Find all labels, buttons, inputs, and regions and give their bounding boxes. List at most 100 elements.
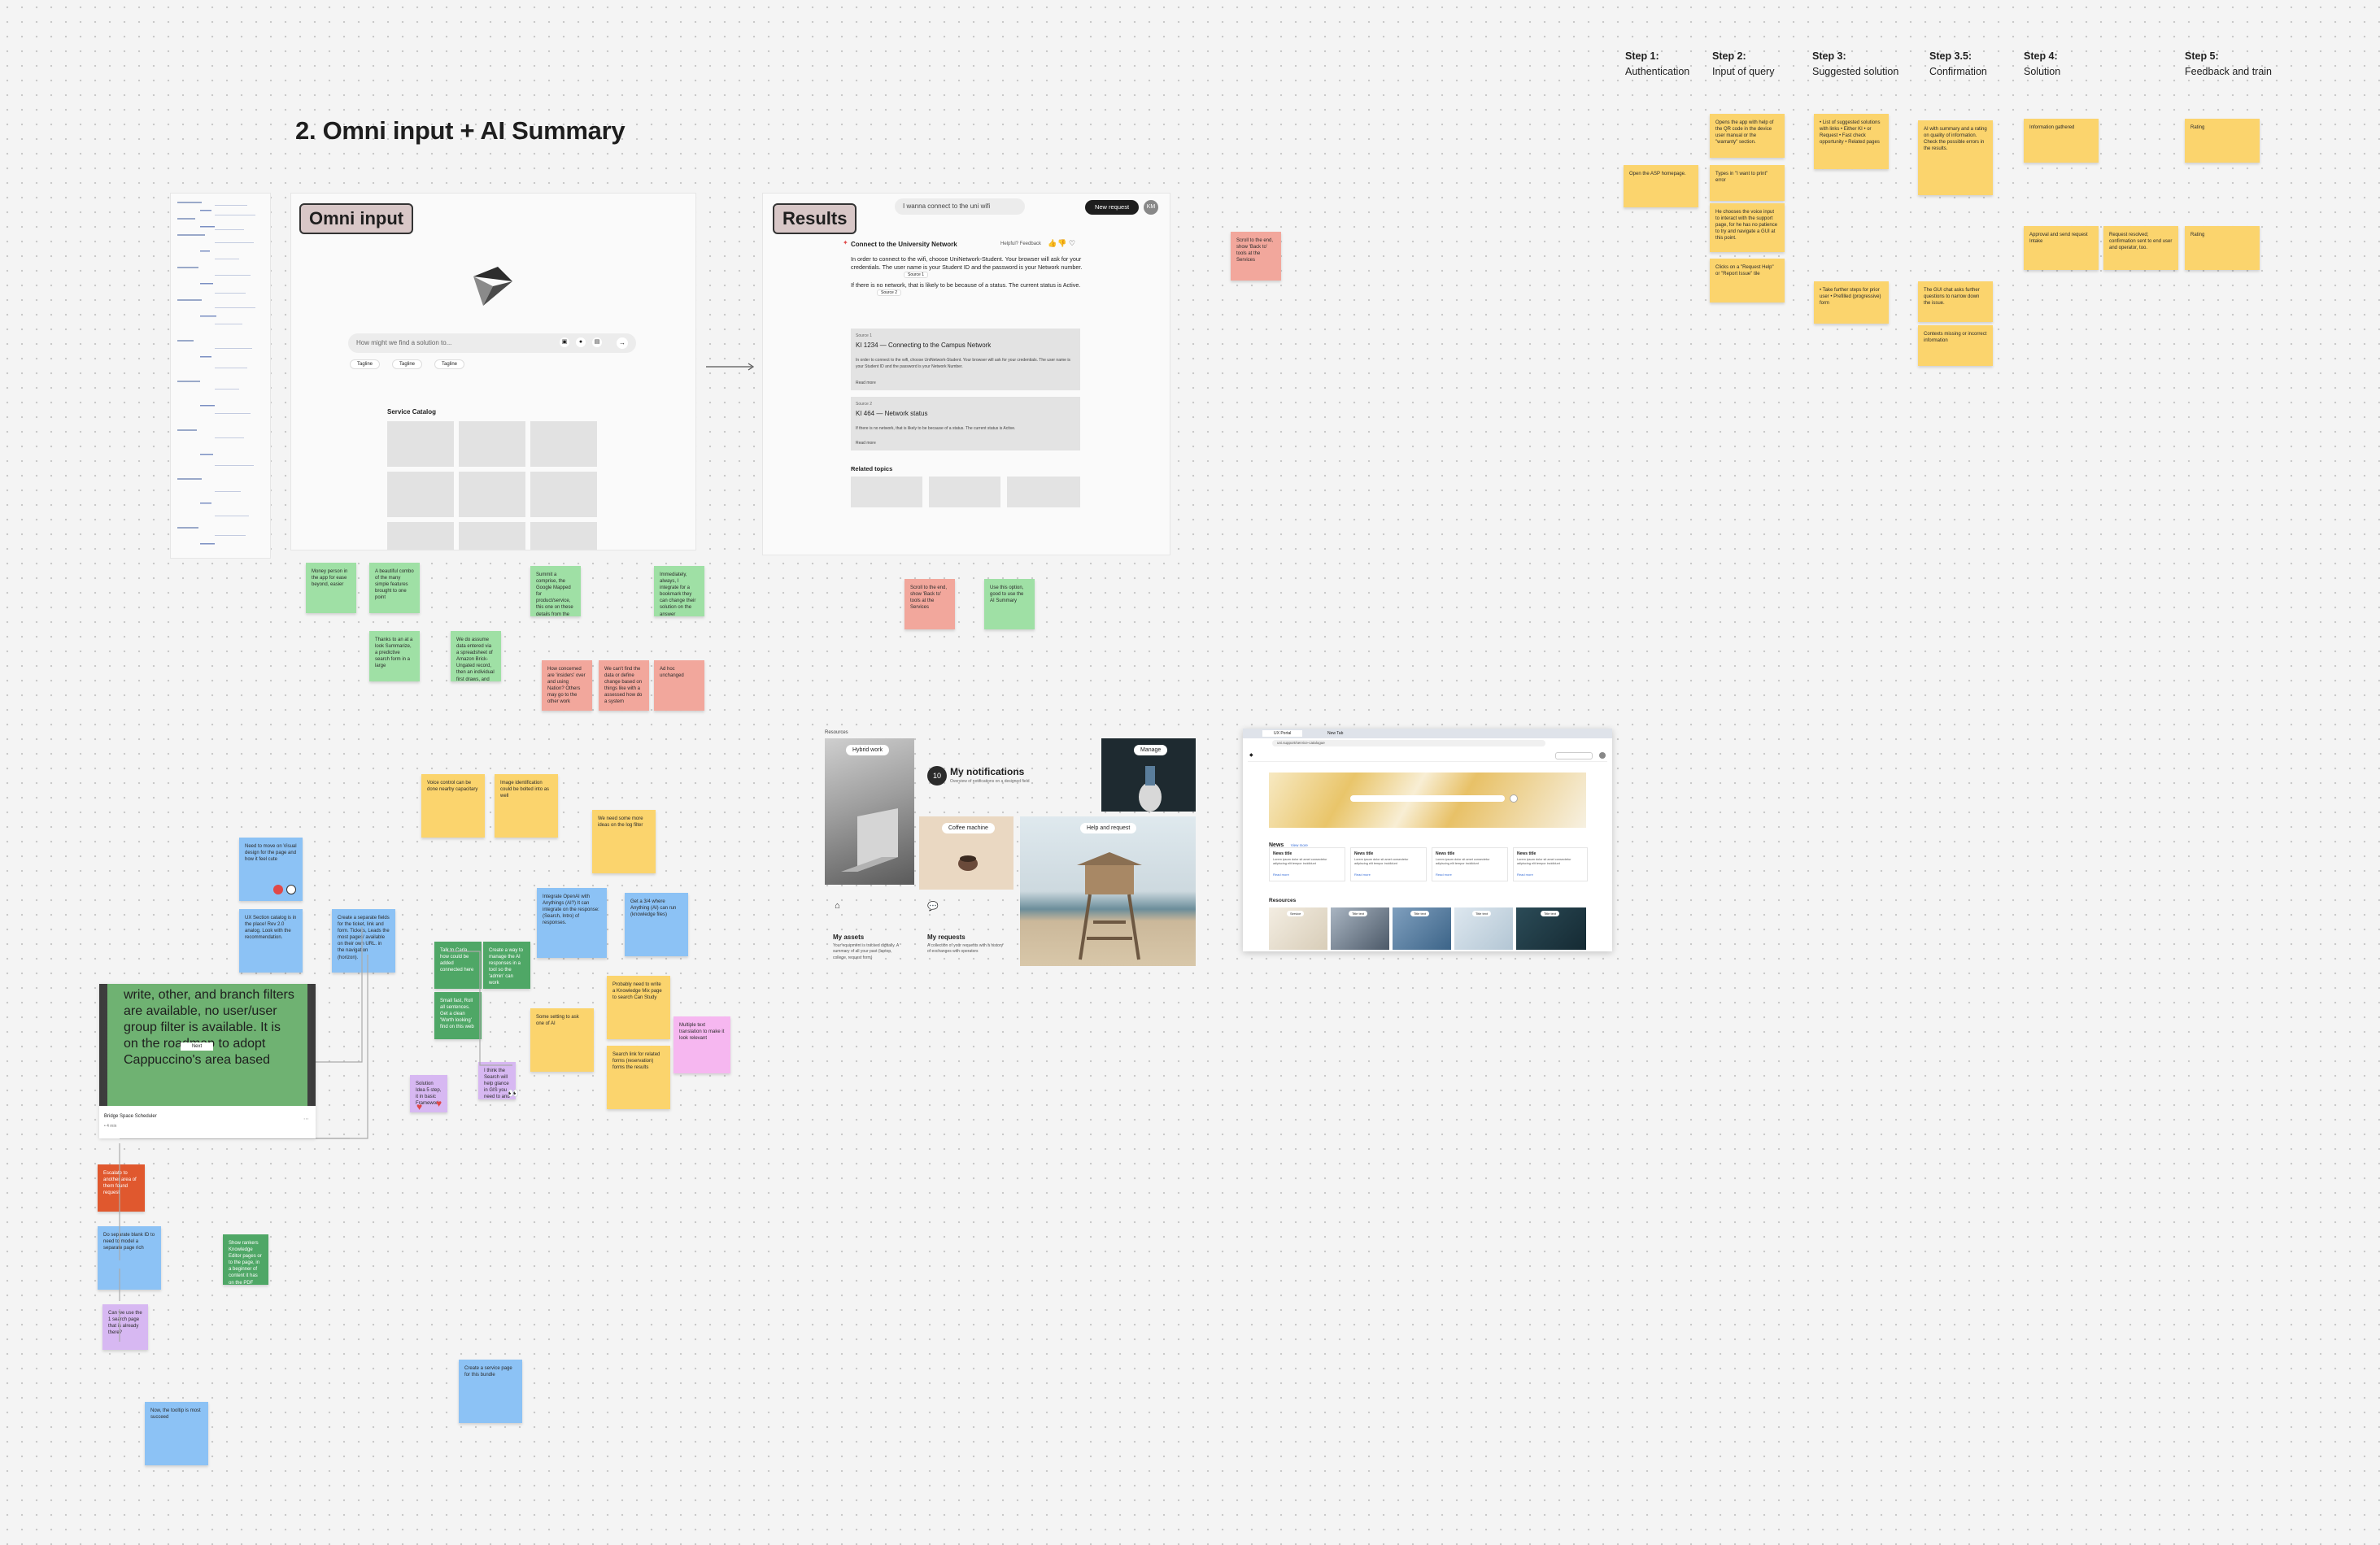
avatar[interactable]: KM [1144,200,1158,215]
catalog-tile[interactable] [459,522,525,550]
catalog-tile[interactable] [530,421,597,467]
sticky-note[interactable]: Scroll to the end, show 'Back to' tools … [904,579,955,629]
catalog-tile[interactable] [387,421,454,467]
sticky-note[interactable]: Show rankers Knowledge Editor pages or t… [223,1234,268,1285]
results-query-input[interactable]: I wanna connect to the uni wifi [895,198,1025,215]
sticky-note[interactable]: I think the Search will help glance in G… [478,1062,516,1099]
sticky-note[interactable]: Do separate blank ID to need to model a … [98,1226,161,1290]
sticky-note[interactable]: Rating [2185,226,2260,270]
thumbs-down-icon[interactable]: 👎 [1057,239,1067,247]
image-upload-icon[interactable]: ▣ [560,337,569,347]
submit-arrow-icon[interactable]: → [617,337,628,349]
tagline-chip[interactable]: Tagline [434,359,465,369]
sticky-note[interactable]: How concerned are 'insiders' over and us… [542,660,592,711]
resource-tile[interactable]: Title text [1331,907,1389,950]
sticky-note[interactable]: Multiple text translation to make it loo… [673,1016,730,1073]
folder-icon[interactable]: ▤ [592,337,602,347]
sticky-note[interactable]: Use this option, good to use the AI Summ… [984,579,1035,629]
source-card[interactable]: Source 2 KI 464 — Network status If ther… [851,397,1080,450]
browser-tab[interactable]: UX Portal [1262,730,1303,737]
related-topic-tile[interactable] [851,477,922,507]
sticky-note[interactable]: A beautiful combo of the many simple fea… [369,563,420,613]
source-card[interactable]: Source 1 KI 1234 — Connecting to the Cam… [851,329,1080,390]
sticky-note[interactable]: Create a way to manage the AI responses … [483,942,530,989]
sticky-note[interactable]: Some setting to ask one of AI [530,1008,594,1072]
sticky-note[interactable]: Summit a comprise, the Google Mapped for… [530,566,581,616]
sticky-note[interactable]: Contexts missing or incorrect informatio… [1918,325,1993,366]
sticky-note[interactable]: Rating [2185,119,2260,163]
sticky-note[interactable]: Ad hoc unchanged [654,660,704,711]
sticky-note[interactable]: Opens the app with help of the QR code i… [1710,114,1785,158]
sticky-note[interactable]: Now, the tooltip is most succeed [145,1402,208,1465]
catalog-tile[interactable] [459,421,525,467]
sticky-note[interactable]: We need some more ideas on the log filte… [592,810,656,873]
related-topic-tile[interactable] [929,477,1000,507]
sticky-note[interactable]: Probably need to write a Knowledge Mix p… [607,976,670,1039]
my-requests-title[interactable]: My requests [927,934,966,941]
sticky-note[interactable]: Approval and send request Intake [2024,226,2099,270]
sticky-note[interactable]: Integrate OpenAI with Anythings (AI?) It… [537,888,607,958]
hero-search-icon[interactable] [1510,794,1518,803]
profile-icon[interactable] [1599,752,1606,759]
notifications-title[interactable]: My notifications [950,766,1025,777]
omni-search-bar[interactable]: How might we find a solution to... ▣ ● ▤… [348,333,636,353]
address-bar[interactable]: uni.support/service-catalogue [1272,740,1545,746]
read-more-link[interactable]: Read more [856,381,876,385]
sticky-note[interactable]: Clicks on a "Request Help" or "Report Is… [1710,259,1785,302]
tagline-chip[interactable]: Tagline [350,359,381,369]
hero-search-bar[interactable] [1350,795,1505,802]
sticky-note[interactable]: Create a separate fields for the ticket,… [332,909,395,973]
search-field[interactable] [1555,752,1593,759]
coffee-machine-tile[interactable]: Coffee machine [919,816,1013,890]
browser-tab[interactable]: New Tab [1327,731,1344,736]
sticky-note[interactable]: Thanks to an at a look Summarize, a pred… [369,631,420,681]
sticky-note[interactable]: Get a 3/4 where Anything (AI) can run (k… [625,893,688,956]
catalog-tile[interactable] [387,522,454,550]
hybrid-work-tile[interactable]: Hybrid work [825,738,914,885]
sticky-note[interactable]: Money person in the app for ease beyond,… [306,563,356,613]
microphone-icon[interactable]: ● [576,337,586,347]
news-card-link[interactable]: Read more [1436,873,1452,877]
next-button[interactable]: Next [181,1042,213,1051]
more-icon[interactable]: ⋯ [303,1116,309,1122]
source-chip[interactable]: Source 1 [904,272,929,278]
sticky-note[interactable]: Request resolved; confirmation sent to e… [2103,226,2178,270]
catalog-tile[interactable] [387,472,454,517]
sticky-note[interactable]: Small fast, Roll all sentences. Get a cl… [434,992,482,1039]
news-card[interactable]: News title Lorem ipsum dolor sit amet co… [1350,847,1427,881]
resource-tile[interactable]: Title text [1454,907,1513,950]
news-card-link[interactable]: Read more [1517,873,1533,877]
sticky-note[interactable]: Types in "I want to print" error [1710,165,1785,201]
source-chip[interactable]: Source 2 [877,289,902,296]
sticky-note[interactable]: The GUI chat asks further questions to n… [1918,281,1993,322]
media-card[interactable]: write, other, and branch filters are ava… [99,984,316,1138]
sticky-note[interactable]: AI with summary and a rating on quality … [1918,120,1993,195]
heart-icon[interactable]: ♡ [1069,239,1076,247]
news-card[interactable]: News title Lorem ipsum dolor sit amet co… [1432,847,1508,881]
resource-tile[interactable]: Title text [1393,907,1451,950]
sticky-note[interactable]: Scroll to the end, show 'Back to' tools … [1231,232,1281,281]
sticky-note[interactable]: • Take further steps for prior user • Pr… [1814,281,1889,324]
sticky-note[interactable]: Voice control can be done nearby capacit… [421,774,485,838]
sticky-note[interactable]: We can't find the data or define change … [599,660,649,711]
news-card-link[interactable]: Read more [1273,873,1289,877]
help-request-tile[interactable]: Help and request [1020,816,1196,966]
sticky-note[interactable]: Immediately, always, I integrate for a b… [654,566,704,616]
sticky-note[interactable]: He chooses the voice input to interact w… [1710,203,1785,252]
my-assets-title[interactable]: My assets [833,934,865,941]
sticky-note[interactable]: Can we use the 1 search page that is alr… [102,1304,148,1350]
catalog-tile[interactable] [530,522,597,550]
sticky-note[interactable]: • List of suggested solutions with links… [1814,114,1889,169]
news-card[interactable]: News title Lorem ipsum dolor sit amet co… [1513,847,1588,881]
resource-tile[interactable]: Service [1269,907,1327,950]
catalog-tile[interactable] [530,472,597,517]
related-topic-tile[interactable] [1007,477,1080,507]
sticky-note[interactable]: Open the ASP homepage. [1624,165,1698,207]
sticky-note[interactable]: Information gathered [2024,119,2099,163]
resource-tile[interactable]: Title text [1516,907,1586,950]
sticky-note[interactable]: Talk to Carla, how could be added connec… [434,942,482,989]
sitemap-frame[interactable] [171,194,270,558]
sticky-note[interactable]: UX Section catalog is in the place! Rev … [239,909,303,973]
tagline-chip[interactable]: Tagline [392,359,423,369]
news-card[interactable]: News title Lorem ipsum dolor sit amet co… [1269,847,1345,881]
